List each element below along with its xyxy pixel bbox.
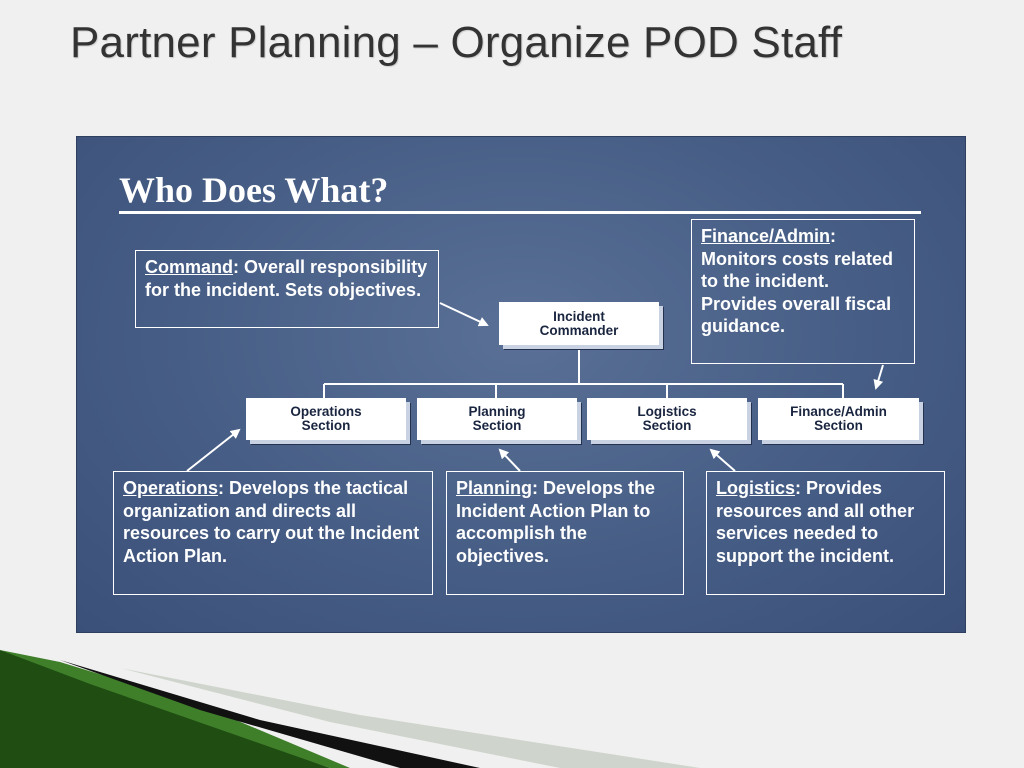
logistics-text: : Provides resources and all other servi… [716, 478, 915, 566]
finance-admin-text: : Monitors costs related to the incident… [701, 226, 894, 336]
logistics-description-box: Logistics: Provides resources and all ot… [706, 471, 945, 595]
incident-commander-line2: Commander [539, 322, 619, 338]
connector-lines [186, 302, 884, 472]
logistics-term: Logistics [716, 478, 796, 498]
planning-section-line1: Planning [468, 404, 526, 419]
slide-title: Partner Planning – Organize POD Staff [70, 18, 843, 67]
finance-admin-section-line1: Finance/Admin [790, 404, 887, 419]
planning-term: Planning [456, 478, 532, 498]
planning-description-box: Planning: Develops the Incident Action P… [446, 471, 684, 595]
logistics-section-line2: Section [642, 418, 692, 433]
operations-term: Operations [123, 478, 219, 498]
planning-section-line2: Section [472, 418, 522, 433]
panel-title: Who Does What? [119, 170, 389, 210]
operations-section-line2: Section [301, 418, 351, 433]
command-term: Command [145, 257, 234, 277]
operations-text: : Develops the tactical organization and… [123, 478, 420, 566]
planning-text: : Develops the Incident Action Plan to a… [456, 478, 656, 566]
command-text: : Overall responsibility for the inciden… [145, 257, 428, 300]
operations-section-line1: Operations [290, 404, 362, 419]
command-description-box: Command: Overall responsibility for the … [135, 250, 439, 328]
logistics-section-line1: Logistics [637, 404, 697, 419]
title-underline [119, 211, 921, 214]
finance-admin-section-line2: Section [814, 418, 863, 433]
finance-admin-term: Finance/Admin [701, 226, 831, 246]
operations-description-box: Operations: Develops the tactical organi… [113, 471, 433, 595]
incident-commander-line1: Incident [553, 308, 605, 324]
finance-admin-description-box: Finance/Admin: Monitors costs related to… [691, 219, 915, 364]
